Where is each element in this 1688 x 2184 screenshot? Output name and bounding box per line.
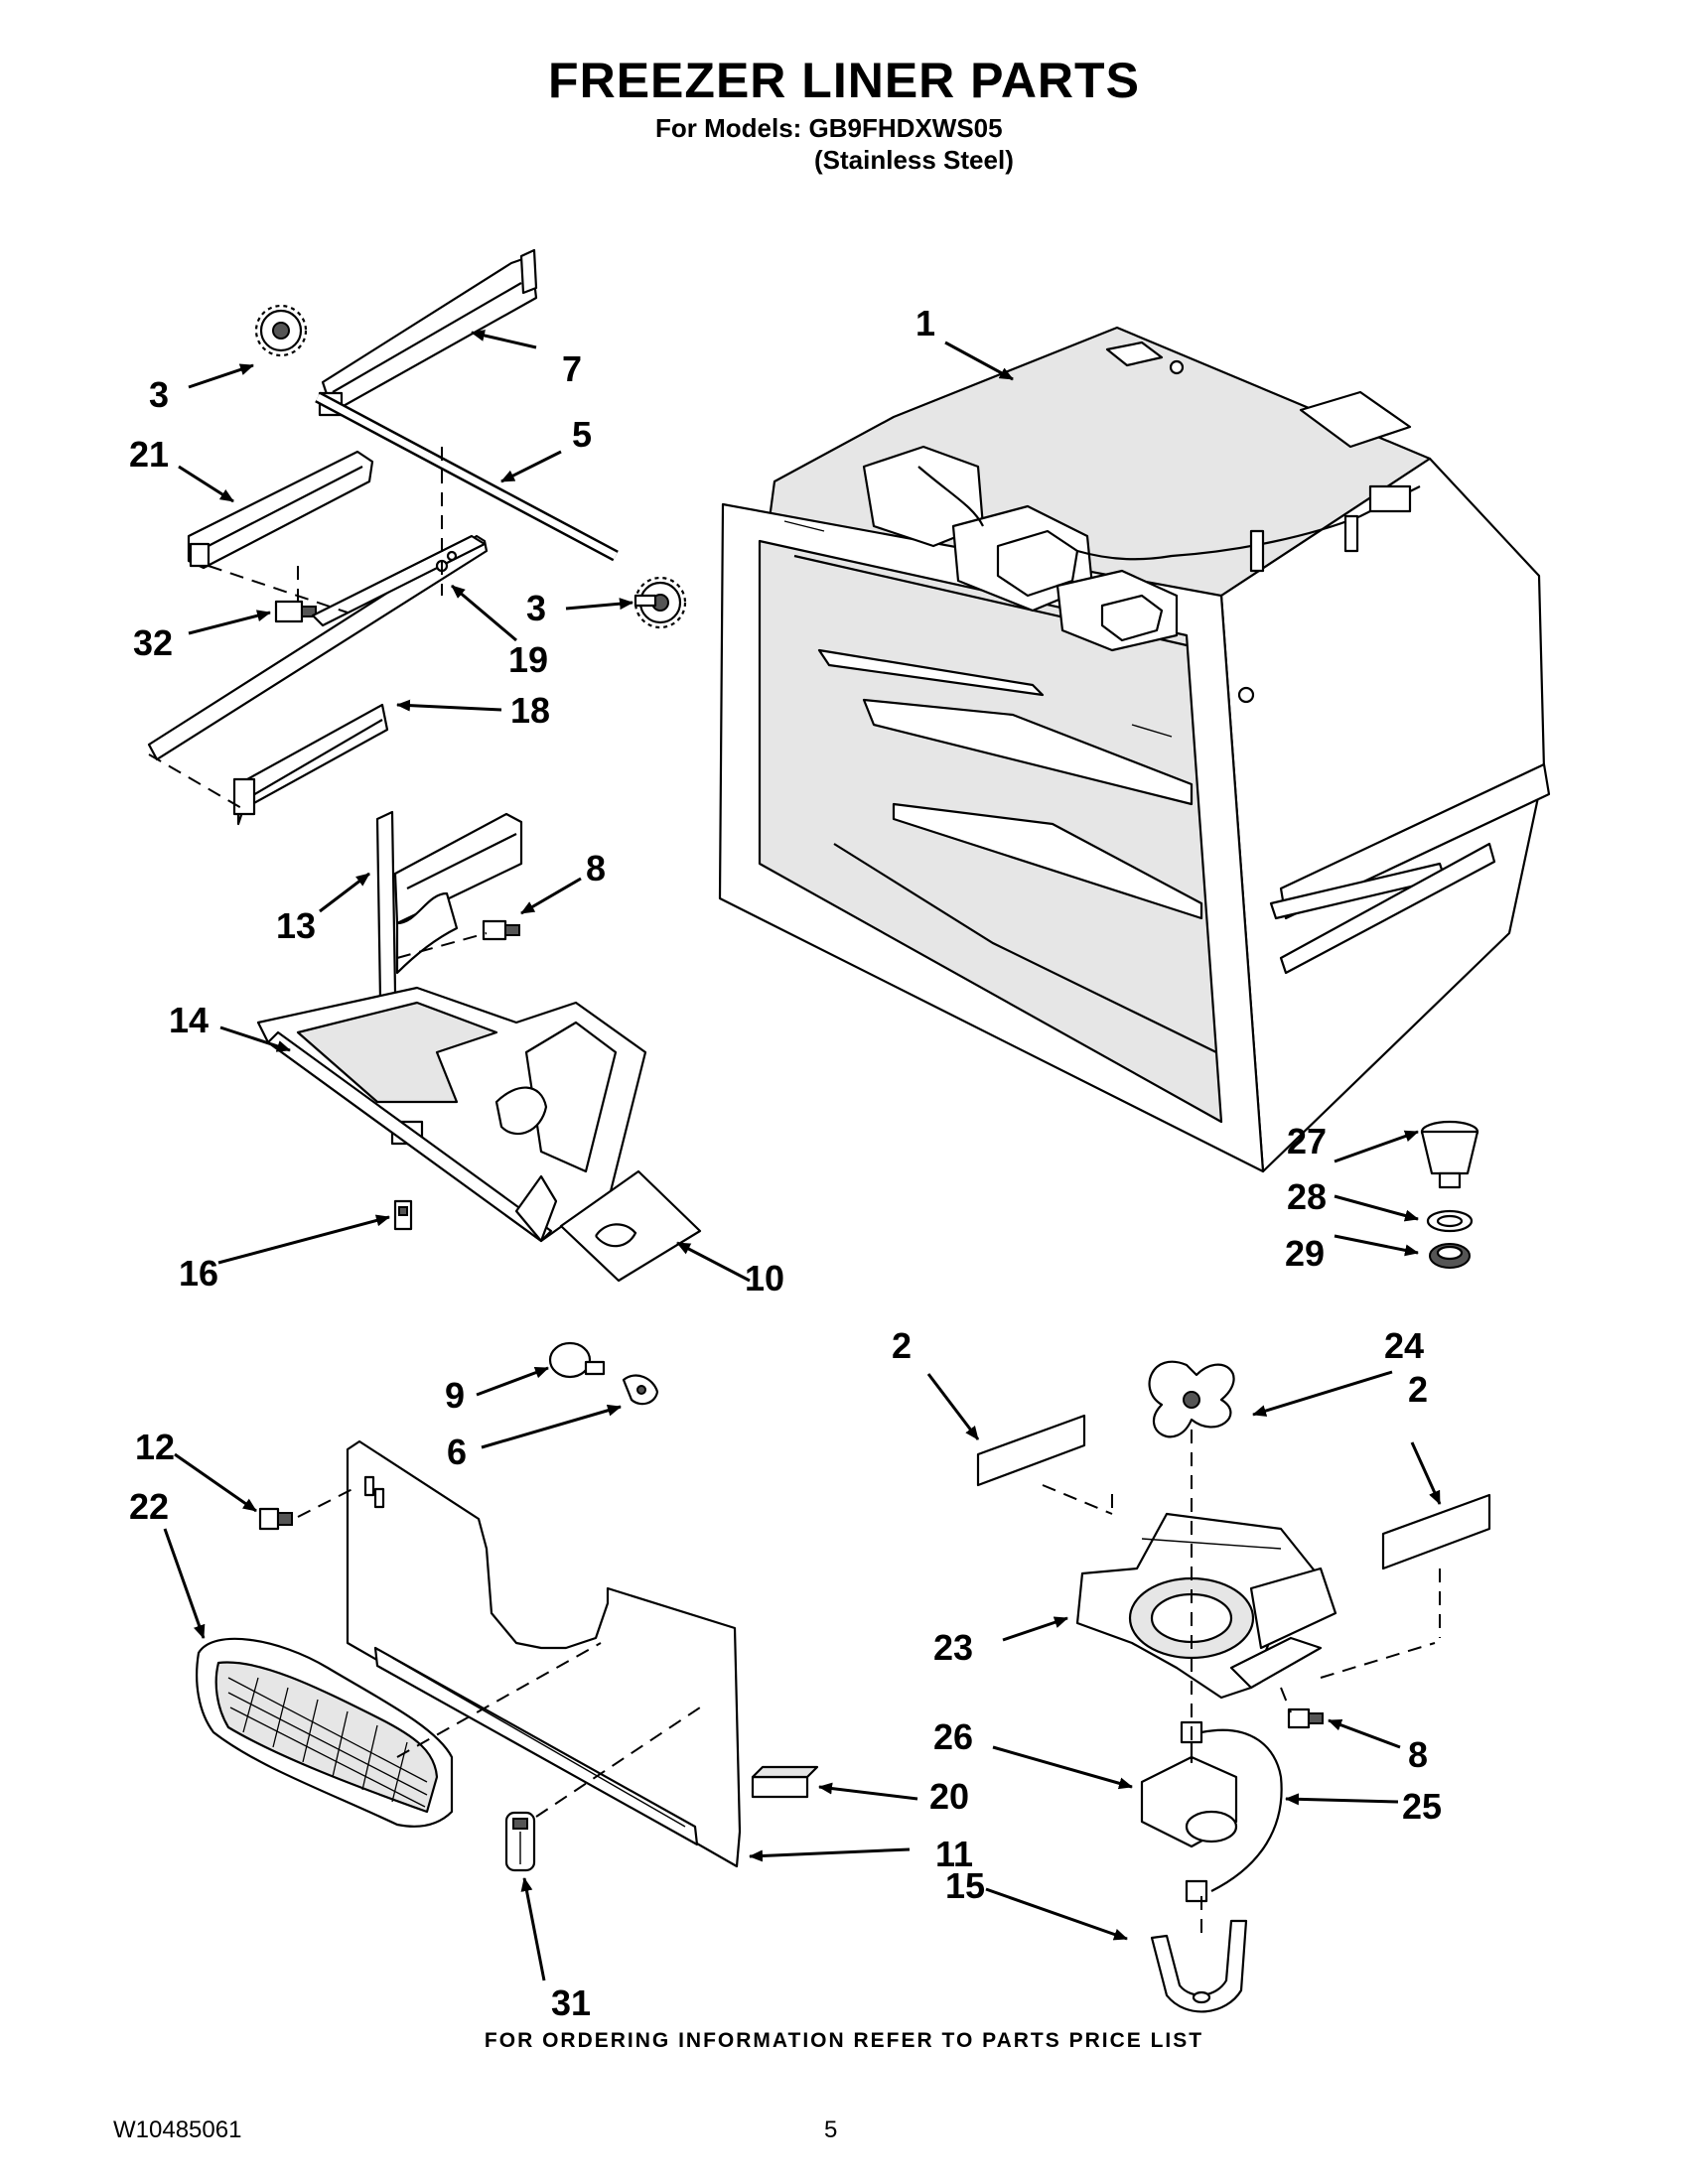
callout-13: 13 — [276, 905, 316, 946]
variant-line: (Stainless Steel) — [814, 145, 1014, 175]
callout-8-upper: 8 — [586, 848, 606, 888]
part-16-clip — [393, 1199, 413, 1231]
callout-23: 23 — [933, 1627, 973, 1668]
part-13-guide-bracket — [375, 810, 523, 1002]
callout-18: 18 — [510, 690, 550, 731]
part-31-clip — [504, 1811, 536, 1872]
callout-16: 16 — [179, 1253, 218, 1294]
callout-numbers: 1 7 3 5 21 3 32 19 18 8 13 14 16 10 27 2… — [129, 303, 1442, 2023]
callout-21: 21 — [129, 434, 169, 475]
part-14-ice-housing — [256, 986, 647, 1243]
part-18-rail-channel — [232, 703, 389, 826]
callout-5: 5 — [572, 414, 592, 455]
part-26-fan-motor — [1140, 1720, 1238, 1848]
part-9-bulb — [548, 1341, 606, 1379]
part-32-screw — [274, 600, 317, 623]
part-8-screw-lower — [1287, 1707, 1324, 1729]
callout-29: 29 — [1285, 1233, 1325, 1274]
part-23-fan-housing — [1075, 1512, 1337, 1700]
part-10-label — [559, 1169, 702, 1283]
part-11-panel — [346, 1439, 742, 1868]
part-21-bracket — [187, 450, 374, 570]
part-15-bracket — [1150, 1919, 1248, 2013]
callout-32: 32 — [133, 622, 173, 663]
callout-7: 7 — [562, 348, 582, 389]
callout-3-bottom: 3 — [526, 588, 546, 628]
ordering-info-note: FOR ORDERING INFORMATION REFER TO PARTS … — [484, 2029, 1204, 2052]
callout-9: 9 — [445, 1375, 465, 1416]
part-3-gear-top — [254, 304, 308, 357]
part-29-grommet — [1429, 1243, 1471, 1269]
part-12-screw — [258, 1507, 293, 1531]
callout-24: 24 — [1384, 1325, 1424, 1366]
part-2-gasket-right — [1381, 1493, 1491, 1570]
part-3-gear-bottom — [633, 576, 687, 629]
part-5-shaft — [315, 391, 619, 562]
callout-14: 14 — [169, 1000, 209, 1040]
callout-8-lower: 8 — [1408, 1734, 1428, 1775]
part-20-foam-strip — [751, 1765, 819, 1799]
part-27-cup — [1420, 1120, 1479, 1189]
part-24-fan-blade — [1148, 1360, 1235, 1438]
callout-19: 19 — [508, 639, 548, 680]
callout-2-right: 2 — [1408, 1369, 1428, 1410]
part-19-slide-rail — [147, 534, 489, 761]
callout-12: 12 — [135, 1427, 175, 1467]
callout-15: 15 — [945, 1865, 985, 1906]
callout-25: 25 — [1402, 1786, 1442, 1827]
page-number: 5 — [824, 2116, 838, 2143]
callout-31: 31 — [551, 1982, 591, 2023]
part-6-socket — [622, 1374, 659, 1406]
callout-10: 10 — [745, 1258, 784, 1298]
models-line: For Models: GB9FHDXWS05 — [655, 113, 1003, 143]
callout-26: 26 — [933, 1716, 973, 1757]
callout-2-left: 2 — [892, 1325, 912, 1366]
part-8-screw-upper — [482, 919, 520, 941]
callout-3-top: 3 — [149, 374, 169, 415]
part-1-freezer-liner — [718, 326, 1551, 1173]
callout-27: 27 — [1287, 1121, 1327, 1161]
part-2-gasket-left — [976, 1414, 1086, 1487]
page-title: FREEZER LINER PARTS — [548, 53, 1140, 108]
callout-11: 11 — [935, 1834, 973, 1874]
callout-22: 22 — [129, 1486, 169, 1527]
leader-lines — [163, 330, 1442, 1981]
callout-20: 20 — [929, 1776, 969, 1817]
part-22-grille — [196, 1637, 454, 1828]
document-number: W10485061 — [113, 2116, 242, 2143]
callout-6: 6 — [447, 1432, 467, 1472]
part-7-upper-rail — [318, 248, 538, 417]
callout-28: 28 — [1287, 1176, 1327, 1217]
callout-1: 1 — [915, 303, 935, 343]
part-28-ring — [1426, 1209, 1474, 1233]
